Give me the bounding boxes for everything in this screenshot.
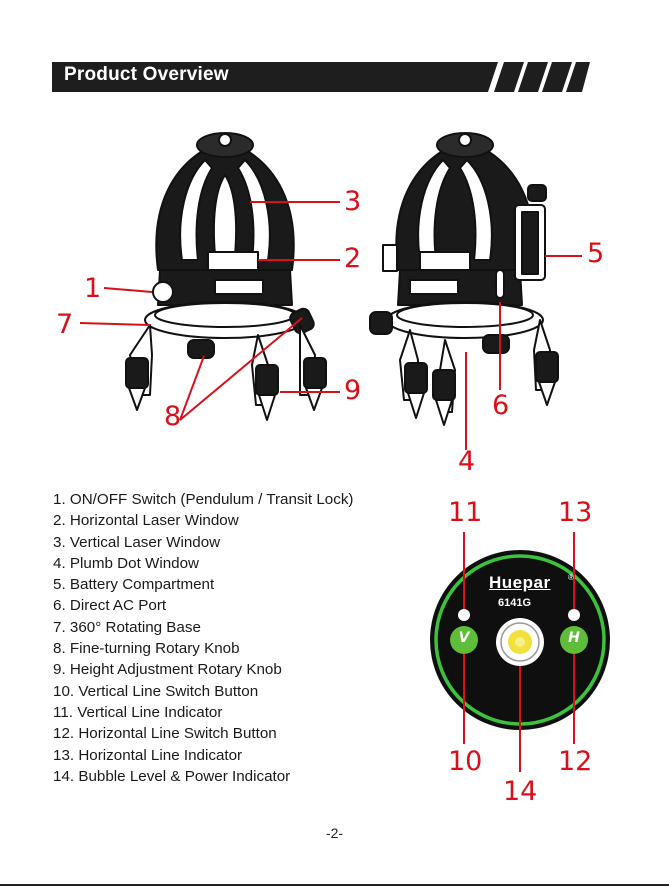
panel-callout-leaders [463, 532, 575, 772]
callout-1: 1 [84, 273, 102, 304]
product-illustration [79, 132, 582, 450]
legend-item-2: 2. Horizontal Laser Window [53, 512, 239, 530]
legend-item-12: 12. Horizontal Line Switch Button [53, 725, 277, 743]
horizontal-indicator-icon [568, 609, 580, 621]
callout-14: 14 [503, 776, 538, 807]
callout-13: 13 [558, 497, 593, 528]
callout-6: 6 [492, 390, 510, 421]
callout-11: 11 [448, 497, 483, 528]
callout-7: 7 [56, 309, 74, 340]
callout-leaders [79, 201, 582, 450]
laser-unit-side-icon [369, 132, 559, 426]
callout-4: 4 [458, 446, 476, 477]
bottom-rule [0, 884, 669, 886]
legend-item-8: 8. Fine-turning Rotary Knob [53, 640, 240, 658]
callout-3: 3 [344, 186, 362, 217]
legend-item-11: 11. Vertical Line Indicator [53, 703, 223, 721]
callout-8: 8 [164, 401, 182, 432]
callout-10: 10 [448, 746, 483, 777]
callout-5: 5 [587, 238, 605, 269]
control-panel [430, 532, 610, 772]
page-number: -2- [325, 825, 344, 841]
legend-item-4: 4. Plumb Dot Window [53, 554, 200, 572]
page-title: Product Overview [64, 64, 229, 85]
legend-item-6: 6. Direct AC Port [53, 597, 167, 615]
parts-legend: 1. ON/OFF Switch (Pendulum / Transit Loc… [53, 489, 353, 787]
laser-unit-front-icon [125, 132, 327, 421]
legend-item-3: 3. Vertical Laser Window [53, 533, 221, 551]
callout-9: 9 [344, 375, 362, 406]
legend-item-1: 1. ON/OFF Switch (Pendulum / Transit Loc… [53, 491, 354, 508]
legend-item-10: 10. Vertical Line Switch Button [53, 682, 259, 700]
model-number: 6141G [498, 597, 532, 609]
vertical-indicator-icon [458, 609, 470, 621]
legend-item-7: 7. 360° Rotating Base [53, 618, 201, 636]
callout-12: 12 [558, 746, 593, 777]
horizontal-line-button[interactable]: H [568, 630, 580, 646]
legend-item-14: 14. Bubble Level & Power Indicator [53, 767, 291, 785]
vertical-line-button[interactable]: V [458, 630, 470, 646]
header-banner [52, 62, 590, 92]
brand-logo: Huepar [489, 573, 551, 592]
legend-item-13: 13. Horizontal Line Indicator [53, 746, 243, 764]
callout-2: 2 [344, 243, 362, 274]
legend-item-5: 5. Battery Compartment [53, 576, 215, 594]
registered-mark: ® [568, 573, 574, 582]
legend-item-9: 9. Height Adjustment Rotary Knob [53, 661, 282, 679]
